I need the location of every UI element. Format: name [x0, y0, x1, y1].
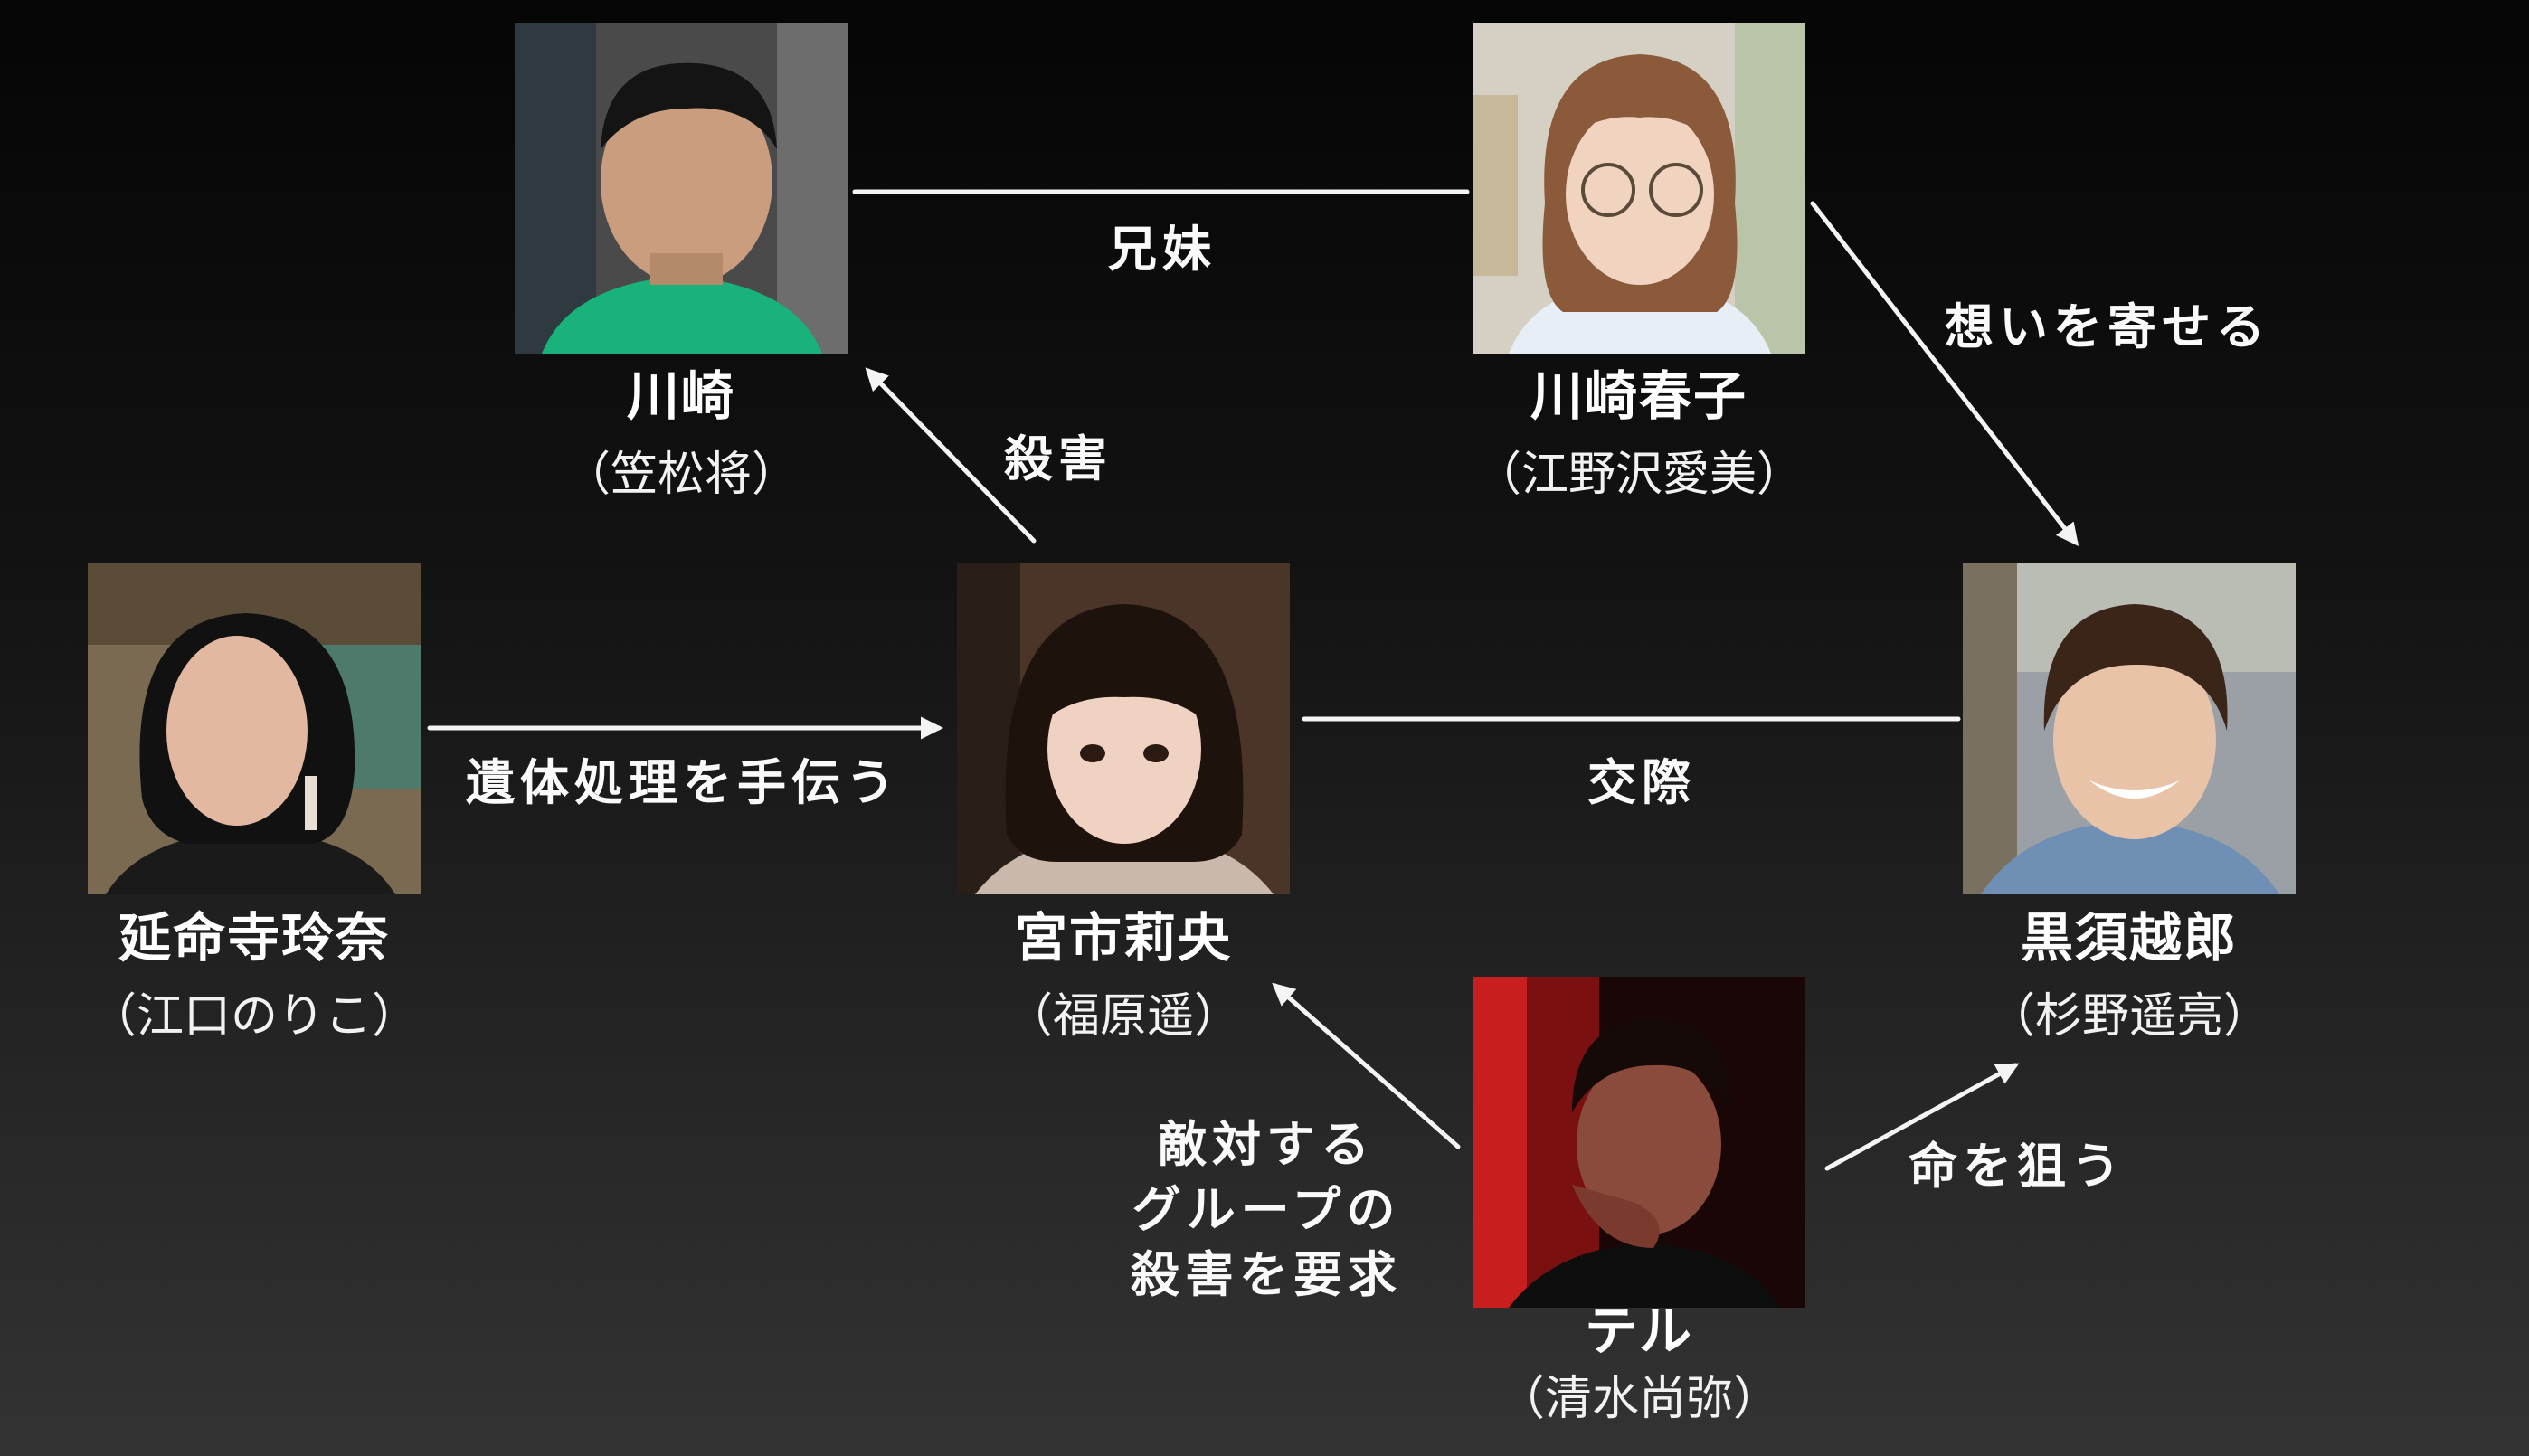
teru-portrait-image [1473, 977, 1805, 1308]
edge-feelings-arrow [1810, 201, 2079, 546]
label-murder: 殺害 [1004, 430, 1113, 487]
kawasaki-haruko-portrait-image [1473, 23, 1805, 354]
name-enmeiji-reina: 延命寺玲奈 [118, 907, 390, 969]
label-feelings: 想いを寄せる [1945, 298, 2270, 355]
name-kawasaki-haruko: 川崎春子 [1530, 365, 1748, 427]
actor-teru: （清水尚弥） [1497, 1372, 1780, 1426]
actor-kawasaki: （笠松将） [563, 448, 799, 502]
label-body-disposal: 遺体処理を手伝う [466, 754, 900, 811]
label-rival-murder-line1: 敵対する [1158, 1116, 1375, 1173]
name-kurosu-etsuro: 黒須越郎 [2020, 907, 2238, 969]
label-dating: 交際 [1587, 754, 1696, 811]
edge-target-life-arrow [1824, 1063, 2020, 1171]
kawasaki-portrait-image [515, 23, 848, 354]
photo-enmeiji-reina [88, 563, 421, 894]
label-target-life: 命を狙う [1909, 1138, 2126, 1195]
photo-miyaichi-rio [957, 563, 1290, 894]
kurosu-etsuro-portrait-image [1963, 563, 2296, 894]
actor-kawasaki-haruko: （江野沢愛美） [1473, 448, 1804, 502]
photo-teru [1473, 977, 1805, 1308]
enmeiji-reina-portrait-image [88, 563, 421, 894]
label-siblings: 兄妹 [1108, 221, 1217, 278]
edge-rival-murder-arrow [1272, 982, 1461, 1149]
photo-kurosu-etsuro [1963, 563, 2296, 894]
name-miyaichi-rio: 宮市莉央 [1014, 907, 1232, 969]
name-teru: テル [1584, 1300, 1693, 1362]
miyaichi-rio-portrait-image [957, 563, 1290, 894]
actor-miyaichi-rio: （福原遥） [1005, 989, 1241, 1044]
label-rival-murder-line3: 殺害を要求 [1131, 1246, 1402, 1303]
actor-kurosu-etsuro: （杉野遥亮） [1987, 989, 2270, 1044]
actor-enmeiji-reina: （江口のりこ） [89, 989, 419, 1044]
name-kawasaki: 川崎 [626, 365, 735, 427]
photo-kawasaki [515, 23, 848, 354]
edge-murder-arrow [865, 367, 1037, 544]
photo-kawasaki-haruko [1473, 23, 1805, 354]
label-rival-murder-line2: グループの [1132, 1181, 1401, 1238]
